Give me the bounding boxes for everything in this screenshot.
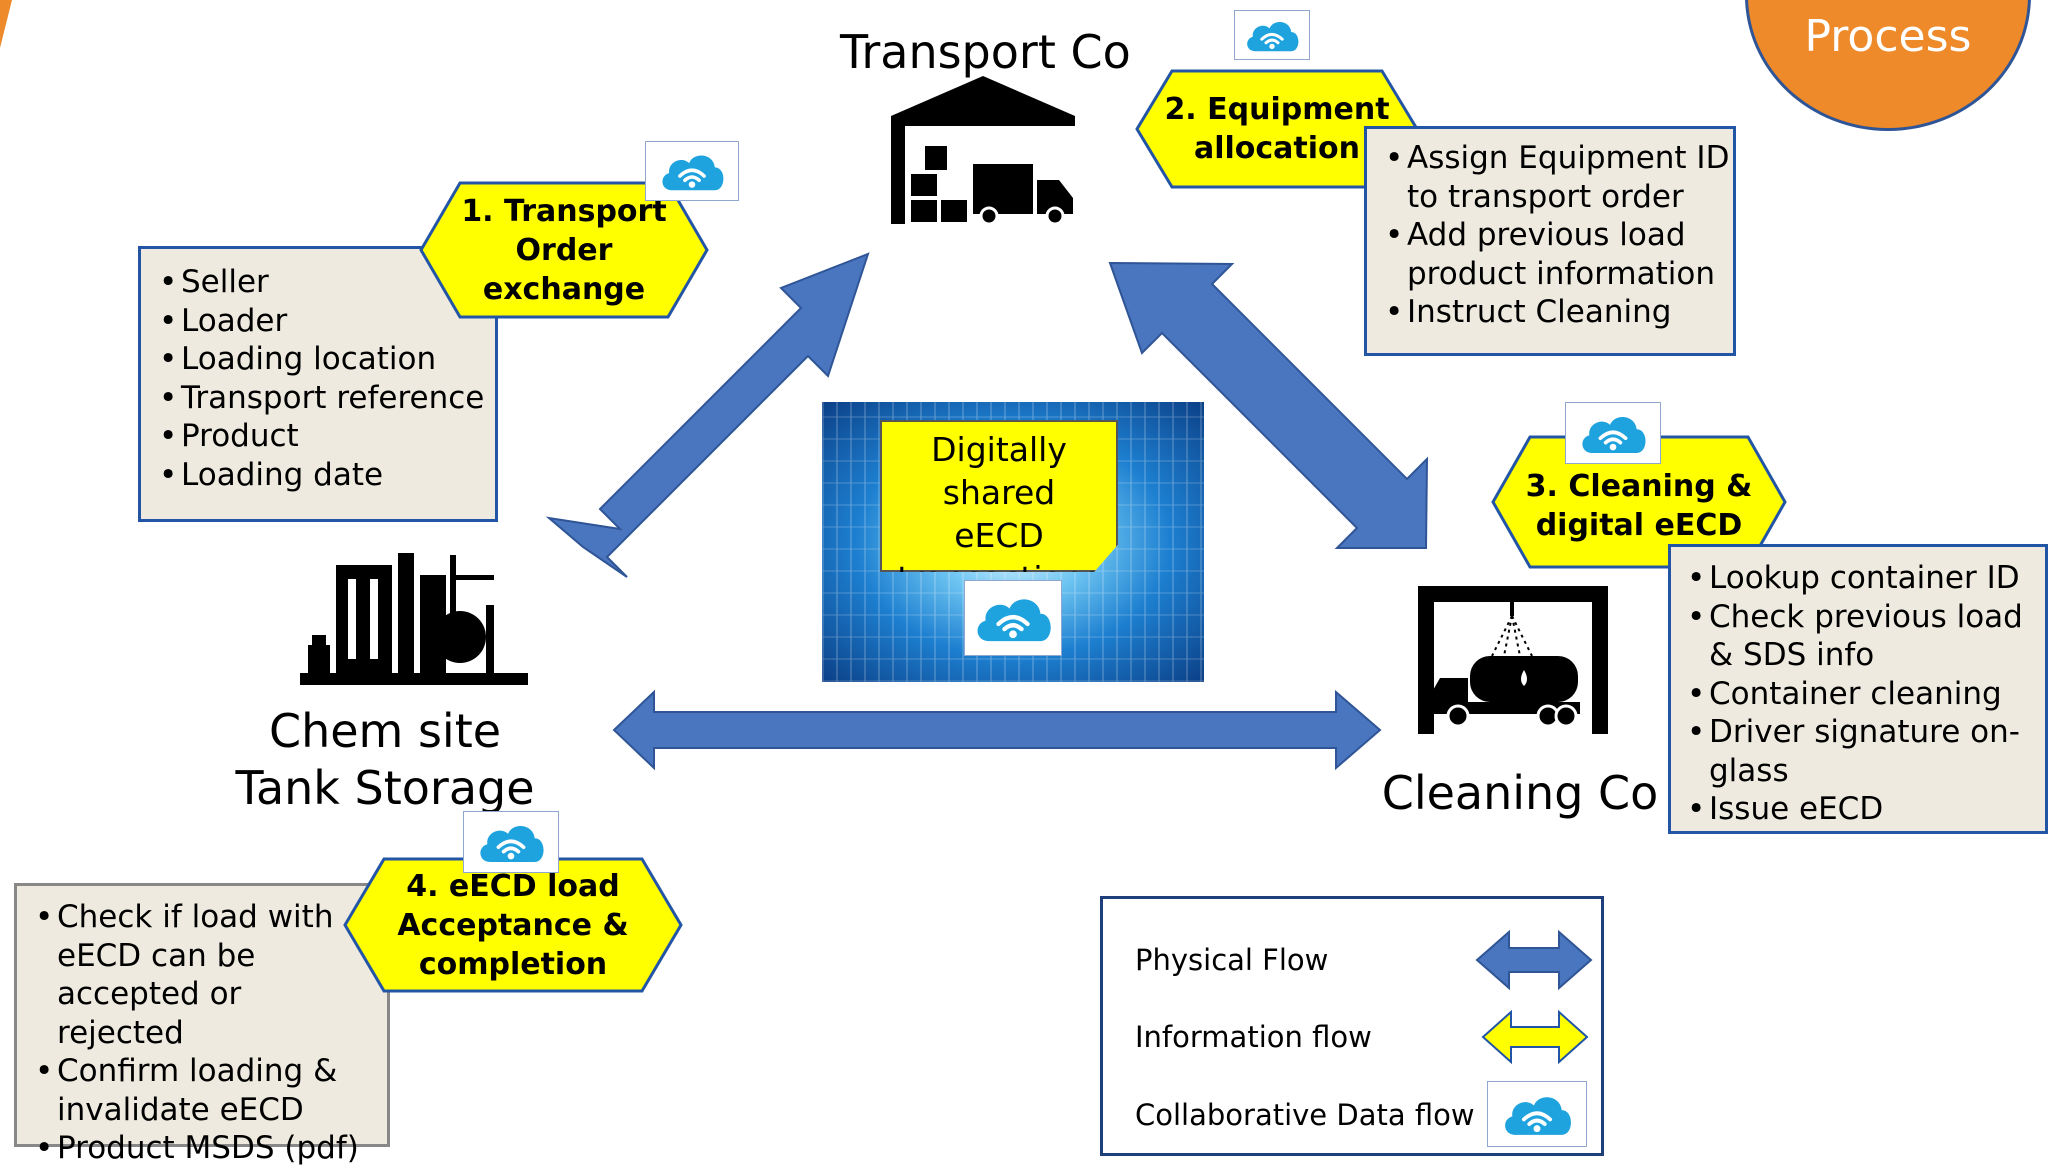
process-tab-label: Process [1804,11,1972,62]
step3-cloud-badge [1565,402,1661,464]
step2-label-line1: 2. Equipment [1164,92,1390,127]
step4-details-list: Check if load with eECD can be accepted … [35,898,387,1168]
step1-item: Seller [159,263,495,302]
step1-item: Transport reference [159,379,495,418]
chemical-plant-icon [300,553,528,685]
step3-item: Lookup container ID [1687,559,2045,598]
step4-cloud-badge [463,811,559,873]
cloud-wifi-icon [970,588,1056,648]
center-note-line1: Digitally shared [931,430,1067,512]
digital-data-panel: Digitally shared eECD transactions [822,402,1204,682]
step1-cloud-badge [645,141,739,201]
step1-label: 1. Transport Order exchange [418,180,710,320]
step2-label: 2. Equipment allocation [1134,68,1420,190]
step1-label-line2: Order [515,232,613,268]
legend-collaborative-label: Collaborative Data flow [1135,1098,1475,1132]
warehouse-truck-icon [891,76,1075,226]
step4-item: Product MSDS (pdf) [35,1129,387,1168]
chem-site-label-line1: Chem site [268,704,502,758]
step2-label-line2: allocation [1193,131,1361,166]
truck-wash-icon [1418,586,1608,734]
step4-label: 4. eECD load Acceptance & completion [342,856,684,994]
step4-hexagon: 4. eECD load Acceptance & completion [342,856,684,994]
step2-item: Add previous load product information [1385,216,1733,293]
arrow-chem-cleaning [612,689,1382,771]
step3-details-list: Lookup container ID Check previous load … [1687,559,2045,829]
step1-item: Product [159,417,495,456]
step3-label-line1: 3. Cleaning & [1525,469,1753,504]
step1-label-line3: exchange [482,271,646,307]
step1-details-box: Seller Loader Loading location Transport… [138,246,498,522]
legend-information-label: Information flow [1135,1020,1372,1054]
cloud-wifi-icon [474,816,548,868]
step4-label-line3: completion [418,946,608,982]
step2-hexagon: 2. Equipment allocation [1134,68,1420,190]
center-note-line2: eECD [954,516,1044,555]
chem-site-label-line2: Tank Storage [235,761,535,815]
step1-item: Loading date [159,456,495,495]
legend-box: Physical Flow Information flow Collabora… [1100,896,1604,1156]
legend-information-arrow [1481,1009,1589,1065]
step3-details-box: Lookup container ID Check previous load … [1668,544,2048,834]
legend-cloud-badge [1487,1081,1587,1147]
step1-item: Loader [159,302,495,341]
step3-item: Container cleaning [1687,675,2045,714]
step1-details-list: Seller Loader Loading location Transport… [159,263,495,494]
step2-details-box: Assign Equipment ID to transport order A… [1364,126,1736,356]
arrow-transport-chem [545,252,870,578]
transport-co-label: Transport Co [840,25,1131,79]
step4-label-line1: 4. eECD load [406,868,620,904]
step4-item: Confirm loading & invalidate eECD [35,1052,387,1129]
center-note-line3: transactions [897,559,1101,598]
step2-item: Instruct Cleaning [1385,293,1733,332]
step4-item: Check if load with eECD can be accepted … [35,898,387,1052]
step3-label: 3. Cleaning & digital eECD [1490,434,1788,570]
step2-details-list: Assign Equipment ID to transport order A… [1385,139,1733,332]
legend-physical-label: Physical Flow [1135,943,1329,977]
step3-hexagon: 3. Cleaning & digital eECD [1490,434,1788,570]
step1-label-line1: 1. Transport [461,193,667,229]
cloud-wifi-icon [1498,1087,1576,1141]
step1-hexagon: 1. Transport Order exchange [418,180,710,320]
step4-label-line2: Acceptance & [397,907,629,943]
step3-label-line2: digital eECD [1535,508,1743,543]
center-cloud-badge [964,580,1062,656]
cloud-wifi-icon [1576,407,1650,459]
cleaning-co-label: Cleaning Co [1381,766,1659,820]
step2-item: Assign Equipment ID to transport order [1385,139,1733,216]
cloud-wifi-icon [1242,14,1302,56]
step4-details-box: Check if load with eECD can be accepted … [14,883,390,1167]
step3-item: Check previous load & SDS info [1687,598,2045,675]
arrow-transport-cleaning [1108,261,1429,549]
step2-cloud-badge [1234,10,1310,60]
legend-physical-arrow [1475,929,1593,991]
step3-item: Driver signature on-glass [1687,713,2045,790]
cloud-wifi-icon [656,146,728,196]
step1-item: Loading location [159,340,495,379]
step3-item: Issue eECD [1687,790,2045,829]
center-note: Digitally shared eECD transactions [880,420,1118,572]
